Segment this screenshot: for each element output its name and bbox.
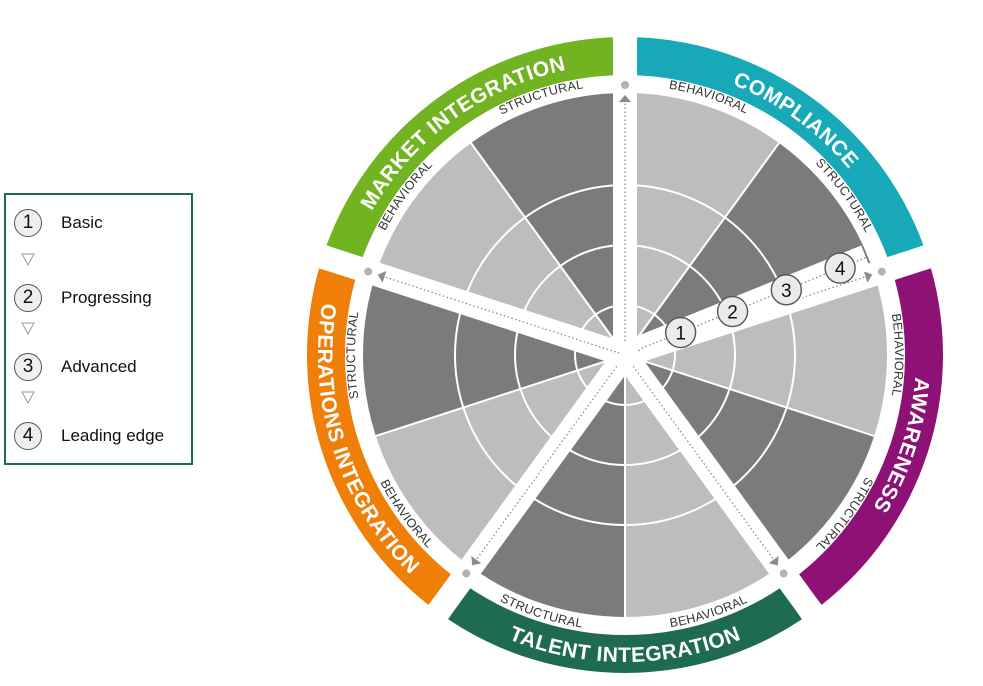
operations-integration-band bbox=[307, 268, 452, 605]
legend-item-progressing: 2 Progressing bbox=[14, 283, 152, 313]
half-divider bbox=[624, 142, 780, 356]
down-triangle-icon bbox=[21, 391, 35, 405]
talent-integration-band bbox=[448, 587, 802, 673]
level-marker: 3 bbox=[770, 274, 803, 306]
legend-label: Leading edge bbox=[61, 426, 165, 445]
compliance-structural-wedge bbox=[625, 143, 875, 355]
arrow-head-icon bbox=[377, 270, 387, 283]
compliance-behavioral-wedge bbox=[625, 93, 779, 355]
level-marker-circle bbox=[824, 252, 856, 284]
axis-end-dot bbox=[462, 569, 471, 578]
legend: 1 Basic 2 Progressing 3 Advanced 4 Leadi… bbox=[4, 193, 193, 465]
compliance-band bbox=[635, 37, 924, 259]
operations-integration-structural-wedge bbox=[362, 274, 625, 436]
operations-integration-structural-label: STRUCTURAL bbox=[344, 310, 361, 400]
level-badge: 3 bbox=[14, 353, 42, 381]
awareness-behavioral-label: BEHAVIORAL bbox=[889, 313, 906, 398]
level-number: 3 bbox=[781, 281, 792, 302]
level-marker: 4 bbox=[824, 252, 856, 284]
market-integration-behavioral-wedge bbox=[375, 143, 625, 355]
level-marker-circle bbox=[770, 274, 803, 306]
operations-integration-behavioral-wedge bbox=[375, 355, 625, 567]
level-number: 1 bbox=[675, 324, 686, 345]
legend-item-basic: 1 Basic bbox=[14, 208, 103, 238]
axis-end-dot bbox=[364, 267, 373, 276]
awareness-structural-wedge bbox=[625, 355, 875, 567]
level-badge: 2 bbox=[14, 284, 42, 312]
level-marker: 2 bbox=[716, 295, 749, 328]
market-integration-structural-wedge bbox=[471, 93, 625, 355]
axis-end-dot bbox=[877, 267, 886, 276]
down-triangle-icon bbox=[21, 322, 35, 336]
legend-label: Advanced bbox=[61, 357, 137, 376]
axis-end-dot bbox=[621, 81, 629, 89]
axis-end-dot bbox=[779, 569, 788, 578]
level-marker-circle bbox=[664, 316, 697, 349]
level-badge: 1 bbox=[14, 209, 42, 237]
awareness-behavioral-wedge bbox=[625, 274, 888, 436]
level-number: 4 bbox=[835, 259, 846, 280]
level-markers: 1 2 3 4 bbox=[636, 245, 871, 361]
legend-item-advanced: 3 Advanced bbox=[14, 352, 137, 382]
arrow-head-icon bbox=[618, 95, 632, 103]
level-badge: 4 bbox=[14, 422, 42, 450]
arrow-head-icon bbox=[863, 270, 873, 283]
down-triangle-icon bbox=[21, 253, 35, 267]
half-divider bbox=[470, 142, 626, 356]
arrow-head-icon bbox=[471, 555, 482, 566]
market-integration-band bbox=[326, 37, 615, 259]
half-divider bbox=[624, 354, 875, 437]
arrow-head-icon bbox=[768, 555, 779, 566]
legend-label: Progressing bbox=[61, 288, 152, 307]
level-marker: 1 bbox=[664, 316, 697, 349]
legend-label: Basic bbox=[61, 213, 103, 232]
awareness-band bbox=[798, 268, 943, 605]
legend-item-leading-edge: 4 Leading edge bbox=[14, 421, 164, 451]
half-divider bbox=[375, 354, 626, 437]
level-marker-circle bbox=[716, 295, 749, 328]
level-number: 2 bbox=[727, 303, 738, 324]
